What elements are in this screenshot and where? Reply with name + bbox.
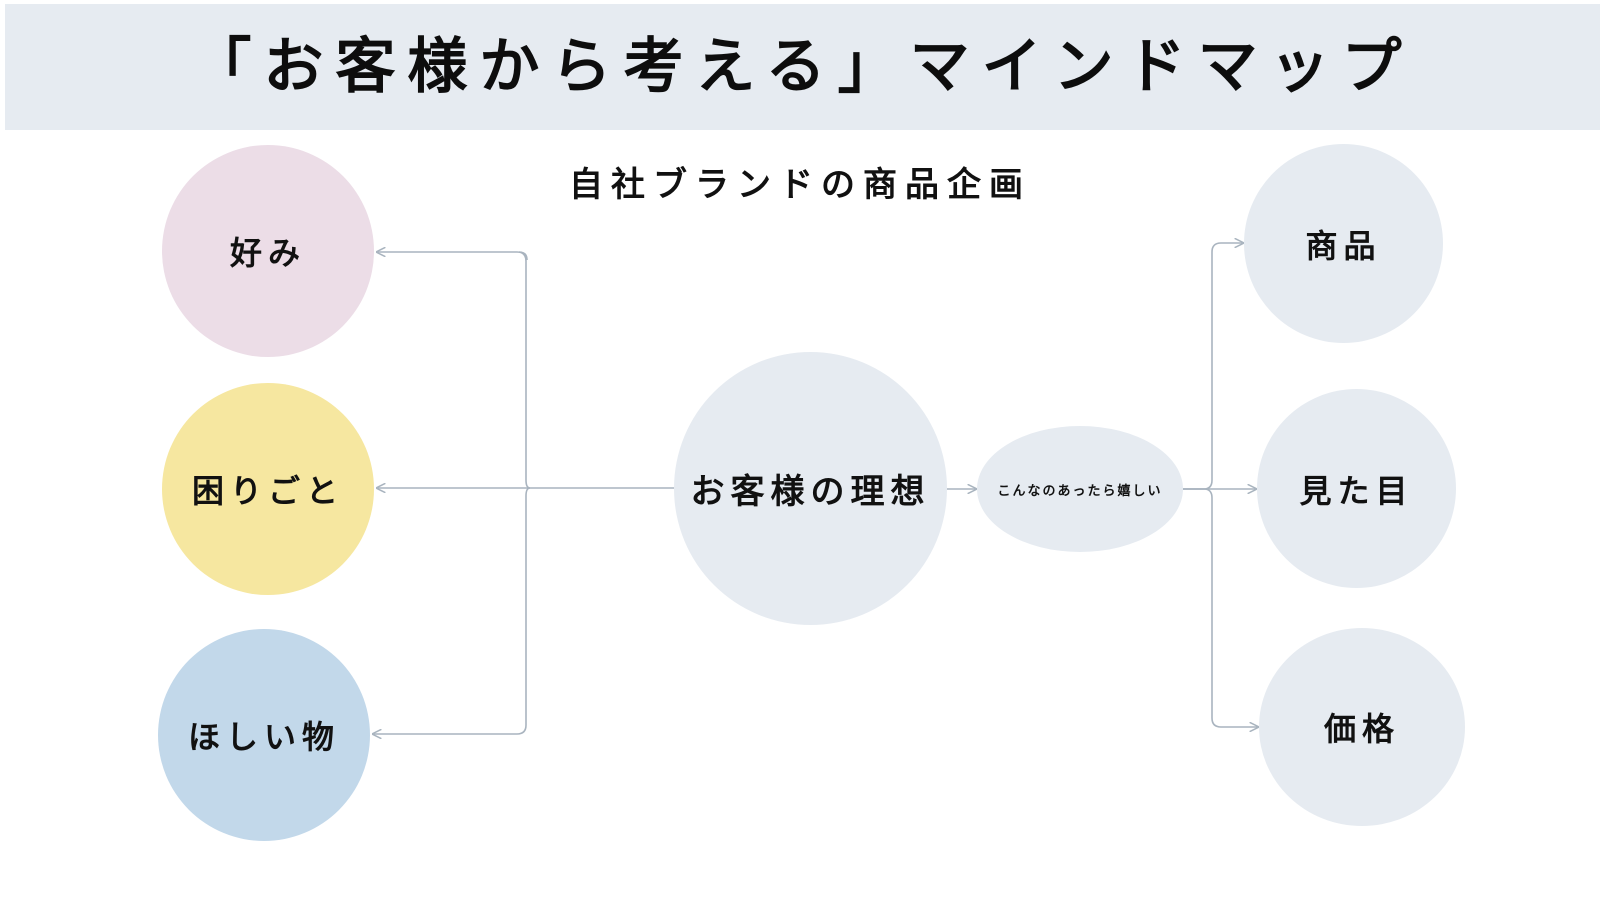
node-wish-label: こんなのあったら嬉しい (997, 483, 1163, 499)
node-wish: こんなのあったら嬉しい (977, 426, 1183, 552)
page-subtitle: 自社ブランドの商品企画 (569, 165, 1031, 205)
node-shohin-label: 商品 (1305, 226, 1382, 265)
node-kakaku-label: 価格 (1323, 710, 1400, 748)
node-mitame-label: 見た目 (1299, 471, 1414, 510)
node-komarigoto: 困りごと (162, 383, 374, 595)
node-hoshii-mono: ほしい物 (158, 629, 370, 841)
connector-to-hoshii (373, 487, 531, 734)
node-hoshii-mono-label: ほしい物 (187, 718, 340, 756)
node-shohin: 商品 (1244, 144, 1443, 343)
node-konomi-label: 好み (229, 234, 306, 272)
node-mitame: 見た目 (1257, 389, 1456, 588)
node-konomi: 好み (162, 145, 374, 357)
node-center-ideal: お客様の理想 (674, 352, 947, 625)
connector-to-konomi (377, 252, 531, 489)
title-banner: 「お客様から考える」マインドマップ (5, 4, 1600, 130)
connector-to-shohin (1183, 243, 1243, 490)
page-title: 「お客様から考える」マインドマップ (191, 32, 1414, 102)
connector-to-kakaku (1183, 488, 1258, 727)
node-center-label: お客様の理想 (690, 472, 931, 512)
node-kakaku: 価格 (1259, 628, 1465, 826)
node-komarigoto-label: 困りごと (191, 472, 344, 510)
